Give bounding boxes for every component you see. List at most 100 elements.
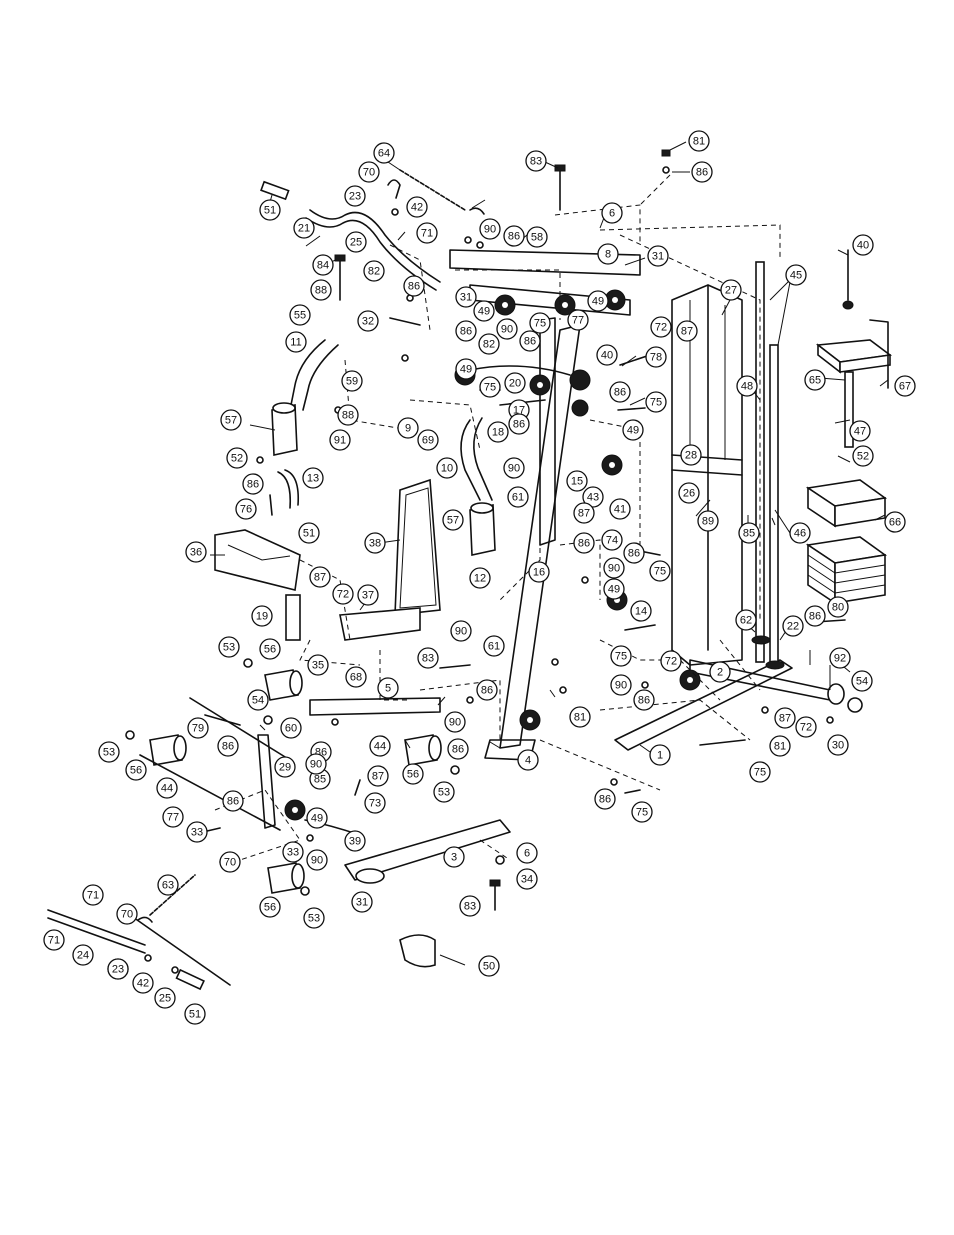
part-number-label: 83 bbox=[464, 901, 476, 913]
part-number-label: 4 bbox=[525, 755, 531, 767]
part-callout-86: 86 bbox=[573, 532, 595, 554]
part-number-label: 15 bbox=[571, 476, 583, 488]
part-callout-15: 15 bbox=[566, 470, 588, 492]
part-callout-88: 88 bbox=[337, 404, 359, 426]
part-number-label: 72 bbox=[800, 722, 812, 734]
part-callout-53: 53 bbox=[218, 636, 240, 658]
part-number-label: 70 bbox=[224, 857, 236, 869]
part-number-label: 57 bbox=[447, 515, 459, 527]
part-number-label: 86 bbox=[222, 741, 234, 753]
part-callout-44: 44 bbox=[369, 735, 391, 757]
part-number-label: 34 bbox=[521, 874, 533, 886]
part-number-label: 10 bbox=[441, 463, 453, 475]
part-callout-86: 86 bbox=[403, 275, 425, 297]
part-callout-31: 31 bbox=[647, 245, 669, 267]
part-number-label: 55 bbox=[294, 310, 306, 322]
part-number-label: 26 bbox=[683, 488, 695, 500]
part-number-label: 48 bbox=[741, 381, 753, 393]
part-number-label: 86 bbox=[638, 695, 650, 707]
part-number-label: 63 bbox=[162, 880, 174, 892]
part-number-label: 80 bbox=[832, 602, 844, 614]
part-callout-49: 49 bbox=[306, 807, 328, 829]
part-number-label: 86 bbox=[227, 796, 239, 808]
part-number-label: 45 bbox=[790, 270, 802, 282]
part-callout-86: 86 bbox=[508, 413, 530, 435]
part-callout-34: 34 bbox=[516, 868, 538, 890]
part-number-label: 39 bbox=[349, 836, 361, 848]
part-callout-49: 49 bbox=[473, 300, 495, 322]
part-callout-92: 92 bbox=[829, 647, 851, 669]
part-callout-90: 90 bbox=[450, 620, 472, 642]
part-number-label: 49 bbox=[460, 364, 472, 376]
part-number-label: 86 bbox=[524, 336, 536, 348]
part-number-label: 51 bbox=[189, 1009, 201, 1021]
part-callout-90: 90 bbox=[610, 674, 632, 696]
part-number-label: 90 bbox=[484, 224, 496, 236]
part-callout-76: 76 bbox=[235, 498, 257, 520]
part-callout-70: 70 bbox=[116, 903, 138, 925]
part-callout-20: 20 bbox=[504, 372, 526, 394]
part-number-label: 86 bbox=[696, 167, 708, 179]
part-number-label: 37 bbox=[362, 590, 374, 602]
part-callout-75: 75 bbox=[645, 391, 667, 413]
part-callout-80: 80 bbox=[827, 596, 849, 618]
part-number-label: 56 bbox=[130, 765, 142, 777]
part-callout-86: 86 bbox=[476, 679, 498, 701]
part-callout-59: 59 bbox=[341, 370, 363, 392]
part-callout-64: 64 bbox=[373, 142, 395, 164]
part-number-label: 8 bbox=[605, 249, 611, 261]
part-number-label: 78 bbox=[650, 352, 662, 364]
part-number-label: 25 bbox=[350, 237, 362, 249]
part-callout-90: 90 bbox=[306, 849, 328, 871]
part-number-label: 28 bbox=[685, 450, 697, 462]
part-callout-77: 77 bbox=[567, 309, 589, 331]
part-callout-49: 49 bbox=[603, 578, 625, 600]
part-callout-52: 52 bbox=[226, 447, 248, 469]
part-number-label: 22 bbox=[787, 621, 799, 633]
part-number-label: 86 bbox=[599, 794, 611, 806]
part-callout-46: 46 bbox=[789, 522, 811, 544]
part-callout-86: 86 bbox=[804, 605, 826, 627]
part-number-label: 92 bbox=[834, 653, 846, 665]
part-callout-42: 42 bbox=[406, 196, 428, 218]
part-callout-19: 19 bbox=[251, 605, 273, 627]
part-callout-30: 30 bbox=[827, 734, 849, 756]
part-number-label: 29 bbox=[279, 762, 291, 774]
part-number-label: 68 bbox=[350, 672, 362, 684]
part-number-label: 67 bbox=[899, 381, 911, 393]
part-callout-35: 35 bbox=[307, 654, 329, 676]
part-number-label: 25 bbox=[159, 993, 171, 1005]
part-callout-2: 2 bbox=[709, 661, 731, 683]
part-callout-88: 88 bbox=[310, 279, 332, 301]
part-callout-36: 36 bbox=[185, 541, 207, 563]
part-number-label: 77 bbox=[572, 315, 584, 327]
part-number-label: 53 bbox=[438, 787, 450, 799]
part-callout-77: 77 bbox=[162, 806, 184, 828]
part-callout-62: 62 bbox=[735, 609, 757, 631]
part-callout-27: 27 bbox=[720, 279, 742, 301]
part-callout-51: 51 bbox=[298, 522, 320, 544]
part-callout-21: 21 bbox=[293, 217, 315, 239]
part-number-label: 86 bbox=[460, 326, 472, 338]
part-number-label: 21 bbox=[298, 223, 310, 235]
part-callout-29: 29 bbox=[274, 756, 296, 778]
part-number-label: 44 bbox=[161, 783, 173, 795]
part-number-label: 46 bbox=[794, 528, 806, 540]
part-number-label: 86 bbox=[578, 538, 590, 550]
part-callout-49: 49 bbox=[622, 419, 644, 441]
part-number-label: 52 bbox=[857, 451, 869, 463]
part-number-label: 56 bbox=[407, 769, 419, 781]
part-callout-90: 90 bbox=[305, 753, 327, 775]
part-callout-87: 87 bbox=[367, 765, 389, 787]
part-callout-87: 87 bbox=[676, 320, 698, 342]
part-callout-23: 23 bbox=[344, 185, 366, 207]
part-callout-57: 57 bbox=[442, 509, 464, 531]
part-callout-56: 56 bbox=[402, 763, 424, 785]
part-callout-70: 70 bbox=[219, 851, 241, 873]
part-callout-71: 71 bbox=[416, 222, 438, 244]
part-callout-75: 75 bbox=[479, 376, 501, 398]
part-callout-40: 40 bbox=[852, 234, 874, 256]
part-callout-90: 90 bbox=[444, 711, 466, 733]
part-callout-54: 54 bbox=[851, 670, 873, 692]
part-callout-28: 28 bbox=[680, 444, 702, 466]
